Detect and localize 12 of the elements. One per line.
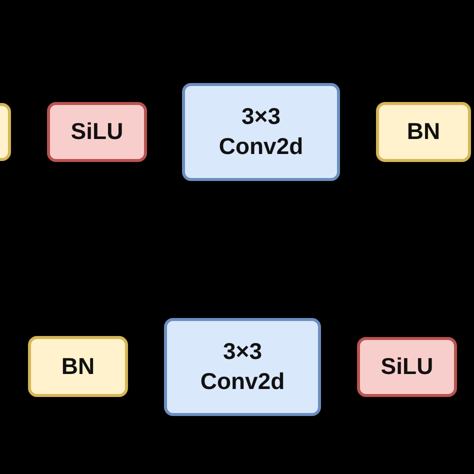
node-label: BN (406, 117, 440, 146)
node-label: BN (61, 352, 95, 381)
process-box (28, 336, 128, 397)
node-label: SiLU (70, 117, 124, 146)
node-label: 3×3 Conv2d (218, 102, 304, 161)
process-box (357, 337, 457, 397)
process-box (376, 102, 471, 162)
node-label: 3×3 Conv2d (199, 337, 286, 396)
process-box (47, 102, 147, 162)
process-box (164, 318, 321, 416)
process-box (182, 83, 340, 181)
node-label: SiLU (380, 352, 434, 382)
